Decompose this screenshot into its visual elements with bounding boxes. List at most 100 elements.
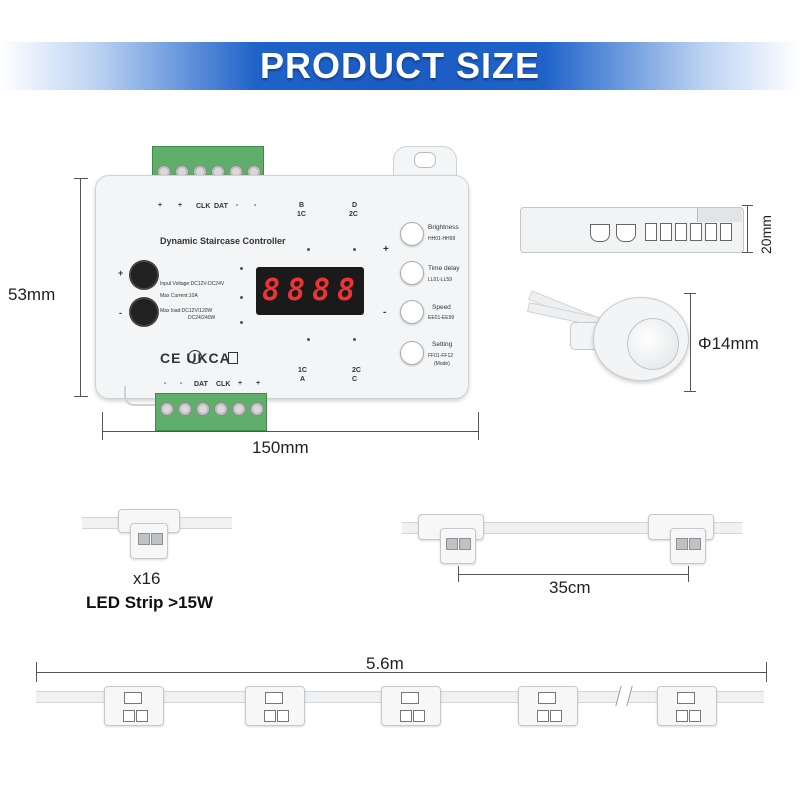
top-terminal-label: -: [236, 202, 239, 209]
led-contact: [676, 538, 688, 550]
sensor-diameter-label: Φ14mm: [698, 334, 759, 353]
brightness-button[interactable]: [400, 222, 424, 246]
display-digit: 8: [337, 273, 356, 308]
bottom-terminal-label: +: [256, 380, 261, 387]
dimension-tick: [742, 205, 753, 206]
led-contact: [689, 538, 701, 550]
led-contact: [459, 538, 471, 550]
led-contact: [136, 710, 148, 722]
sensor-pin: [705, 223, 717, 241]
bottom-terminal-label: -: [164, 380, 167, 387]
led-contact: [413, 710, 425, 722]
dimension-tick: [684, 293, 696, 294]
bottom-terminal-label: -: [180, 380, 183, 387]
screw-icon: [196, 402, 210, 416]
bottom-terminal-label: DAT: [194, 381, 208, 388]
sensor-pin: [690, 223, 702, 241]
port-code: A: [300, 376, 306, 383]
port-code: 1C: [297, 211, 306, 218]
sensor-slot: [616, 224, 636, 242]
led-contact: [537, 710, 549, 722]
speed-button[interactable]: [400, 300, 424, 324]
mounting-hole: [414, 152, 436, 168]
port-letter: B: [299, 202, 305, 209]
sensor-cap: [697, 208, 742, 222]
screw-icon: [214, 402, 228, 416]
dimension-tick: [458, 566, 459, 582]
spacing-label: 35cm: [549, 578, 591, 597]
button-range: FF01-FF12: [428, 353, 454, 359]
setting-button[interactable]: [400, 341, 424, 365]
led-contact: [277, 710, 289, 722]
screw-icon: [178, 402, 192, 416]
button-label: Setting: [432, 341, 453, 348]
display-digit: 8: [287, 273, 306, 308]
dimension-tick: [36, 662, 37, 682]
sensor-height-label: 20mm: [758, 215, 774, 254]
side-minus-label: -: [383, 307, 387, 318]
spacing-dimension-line: [458, 574, 688, 575]
power-terminal-knob: [129, 260, 159, 290]
arrow-box-icon: [401, 692, 419, 704]
led-contact: [446, 538, 458, 550]
port-code: C: [352, 376, 358, 383]
arrow-box-icon: [677, 692, 695, 704]
port-code: 2C: [349, 211, 358, 218]
indicator-dot: [240, 321, 243, 324]
sensor-lens: [627, 318, 679, 370]
led-contact: [400, 710, 412, 722]
cable-clip: [124, 386, 156, 406]
sensor-slot: [590, 224, 610, 242]
arrow-box-icon: [538, 692, 556, 704]
height-dimension-line: [80, 178, 81, 396]
top-terminal-label: -: [254, 202, 257, 209]
dimension-tick: [74, 178, 88, 179]
display-digit: 8: [262, 273, 281, 308]
top-terminal-label: DAT: [214, 203, 228, 210]
diameter-dimension-line: [690, 293, 691, 391]
button-label: Time delay: [428, 265, 460, 272]
dimension-tick: [742, 252, 753, 253]
arrow-box-icon: [124, 692, 142, 704]
time-delay-button[interactable]: [400, 261, 424, 285]
controller-title: Dynamic Staircase Controller: [160, 236, 286, 246]
screw-icon: [232, 402, 246, 416]
dimension-tick: [478, 412, 479, 440]
display-digit: 8: [312, 273, 331, 308]
width-label: 150mm: [252, 438, 309, 457]
knob-minus-label: -: [119, 308, 122, 318]
recycle-bin-icon: [228, 352, 238, 364]
indicator-dot: [353, 248, 356, 251]
button-extra: (Mode): [434, 361, 450, 367]
button-label: Speed: [432, 304, 451, 311]
sensor-pin: [645, 223, 657, 241]
spec-load: Max load:DC12V/120W: [160, 308, 213, 314]
led-contact: [676, 710, 688, 722]
bottom-terminal-block: [155, 393, 267, 431]
sensor-height-line: [747, 205, 748, 252]
led-count: x16: [133, 569, 161, 588]
segment-display: 8 8 8 8: [256, 267, 364, 315]
indicator-dot: [307, 338, 310, 341]
dimension-tick: [102, 412, 103, 440]
indicator-dot: [307, 248, 310, 251]
led-contact: [138, 533, 150, 545]
led-strip-label: LED Strip >15W: [86, 593, 214, 612]
length-dimension-line: [36, 672, 766, 673]
spec-load-2: DC24/240W: [188, 315, 216, 321]
spec-current: Max Current:10A: [160, 293, 198, 299]
height-label: 53mm: [8, 285, 56, 304]
power-terminal-knob: [129, 297, 159, 327]
dimension-tick: [74, 396, 88, 397]
button-range: EE01-EE99: [428, 315, 455, 321]
indicator-dot: [240, 267, 243, 270]
header-banner: [0, 42, 800, 90]
arrow-box-icon: [265, 692, 283, 704]
screw-icon: [160, 402, 174, 416]
screw-icon: [250, 402, 264, 416]
button-range: LL01-LL59: [428, 277, 452, 283]
port-letter: 1C: [298, 367, 307, 374]
top-terminal-label: CLK: [196, 203, 211, 210]
button-range: HH01-HH99: [428, 236, 456, 242]
sensor-height-wrapper: 20mm: [758, 196, 774, 256]
